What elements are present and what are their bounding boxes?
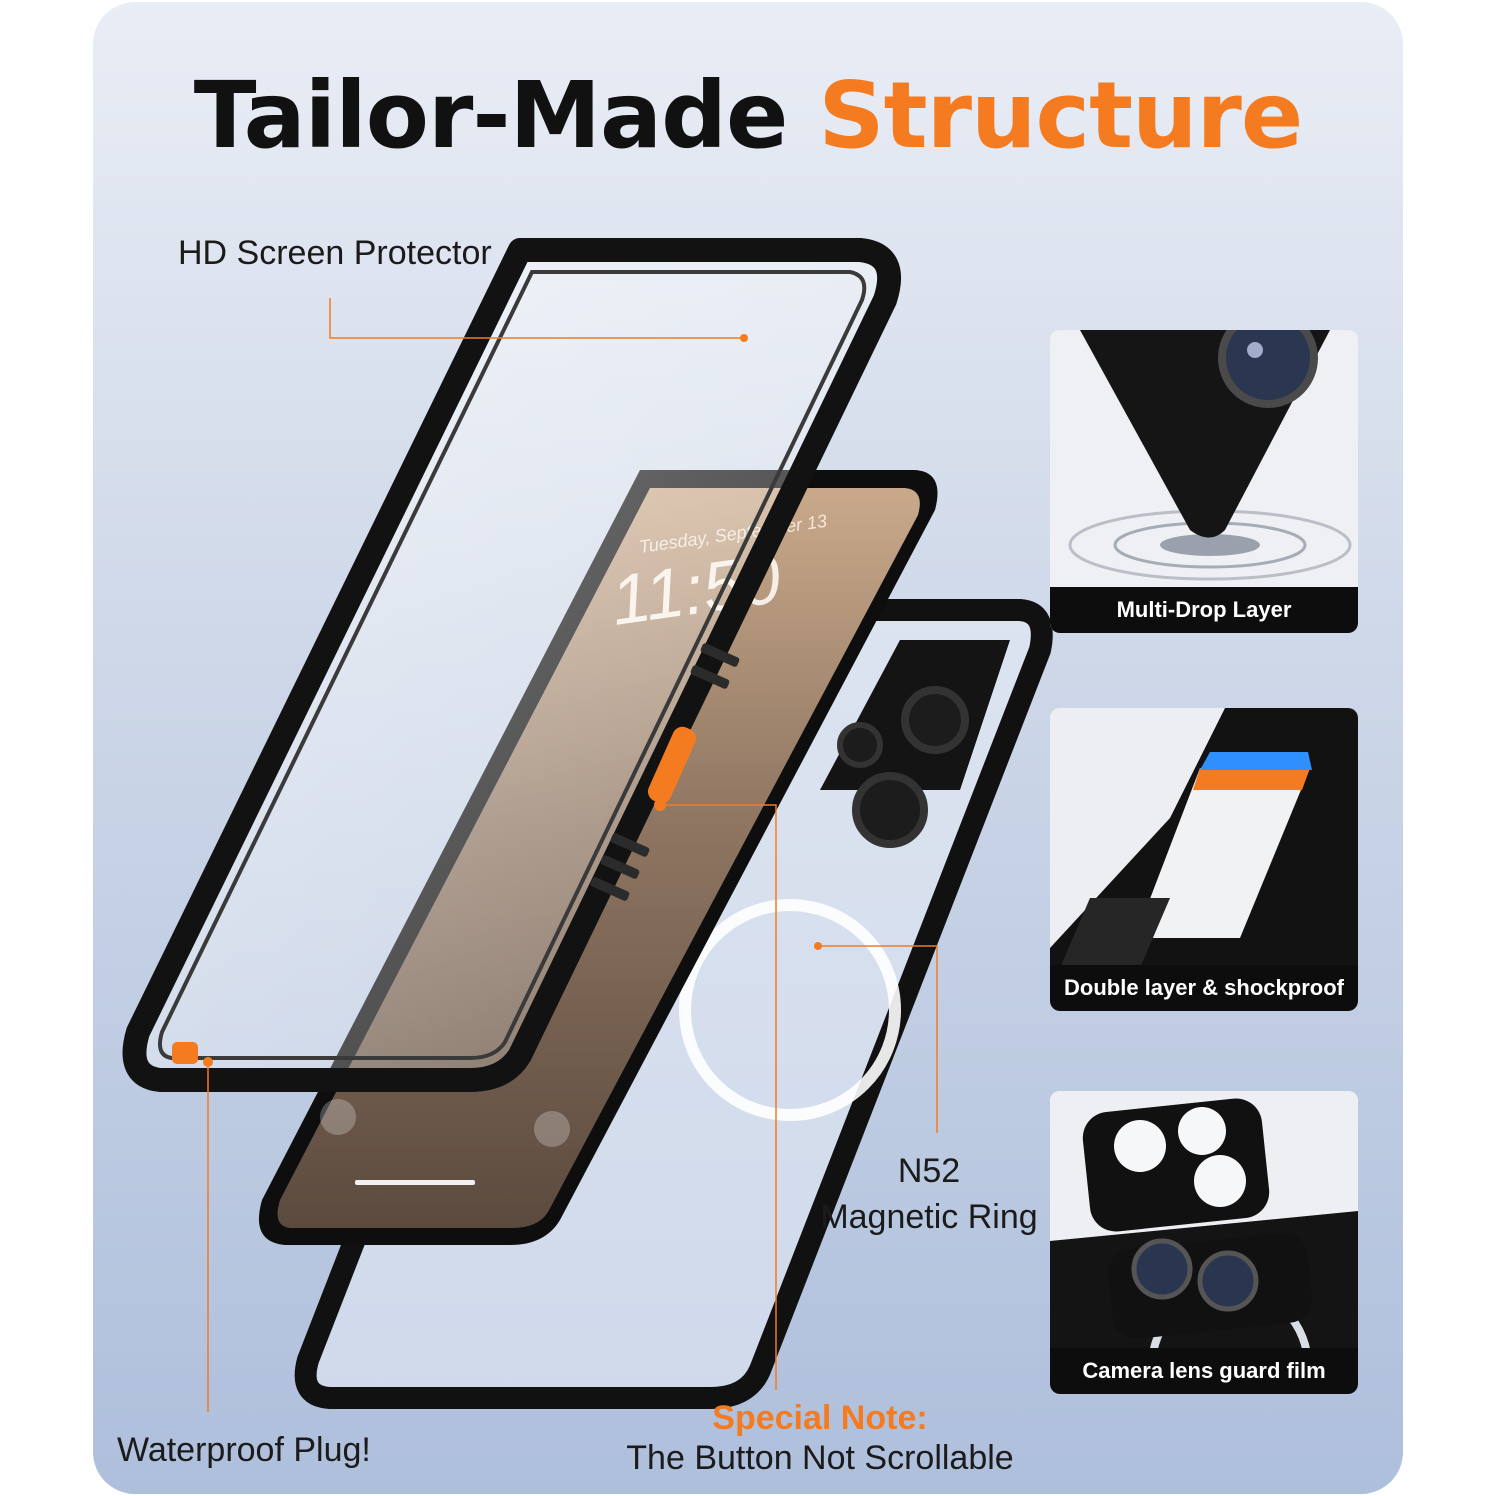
camera-hole-icon [901,686,969,754]
page-title: Tailor-Made Structure [0,62,1496,169]
title-part-1: Tailor-Made [193,62,789,169]
magnetic-ring-label: N52 Magnetic Ring [800,1148,1058,1240]
feature-tile-multi-drop: Multi-Drop Layer [1050,330,1358,633]
home-indicator [355,1180,475,1185]
callout-lines [207,298,938,1412]
screen-protector-frame [122,238,901,1092]
orange-button-cover [647,726,697,804]
camera-hole-icon [852,772,928,848]
feature-tile-lens-guard: Camera lens guard film [1050,1091,1358,1394]
waterproof-plug-label: Waterproof Plug! [117,1431,371,1469]
special-note-title: Special Note: [712,1399,928,1437]
tile-caption: Double layer & shockproof [1050,965,1358,1011]
waterproof-plug [172,1042,198,1064]
magnetic-ring-line-2: Magnetic Ring [820,1198,1038,1236]
screen-protector-label: HD Screen Protector [178,234,492,272]
feature-tile-double-layer: Double layer & shockproof [1050,708,1358,1011]
special-note: Special Note: The Button Not Scrollable [600,1398,1040,1478]
camera-corner-drop-icon [1050,330,1358,633]
layer-cross-section-icon [1050,708,1358,1011]
special-note-text: The Button Not Scrollable [626,1439,1014,1477]
flashlight-icon [320,1099,356,1135]
tile-caption: Camera lens guard film [1050,1348,1358,1394]
lens-guard-icon [1050,1091,1358,1394]
camera-icon [534,1111,570,1147]
side-grips [590,643,740,901]
callout-dots [203,334,822,1067]
magnetic-ring-line-1: N52 [897,1152,961,1190]
title-part-2: Structure [818,62,1303,169]
camera-hole-icon [837,722,883,768]
tile-caption: Multi-Drop Layer [1050,587,1358,633]
magnetic-ring [679,899,901,1121]
